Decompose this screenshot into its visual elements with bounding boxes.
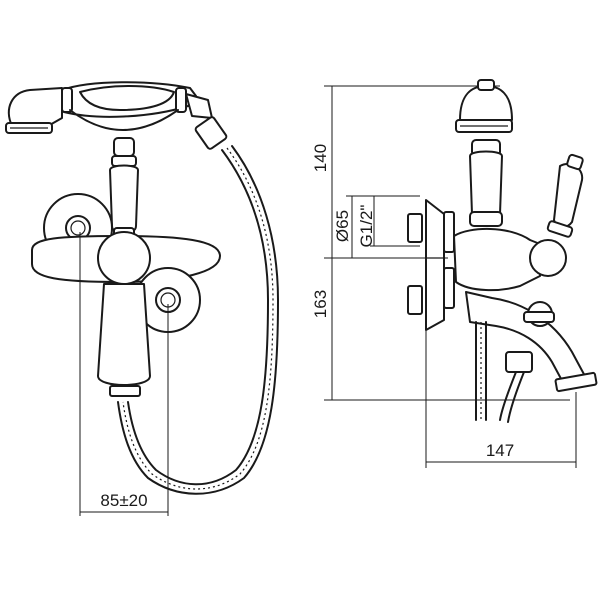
spout-body (97, 283, 151, 397)
dimension-spout: 147 (425, 330, 577, 468)
side-riser (469, 139, 503, 227)
side-main-body (453, 228, 567, 292)
front-view: 85±20 (5, 81, 279, 516)
mixer-body (31, 231, 221, 285)
right-wall-plate (135, 267, 201, 333)
side-hose-down (475, 321, 487, 421)
dim-label-163: 163 (311, 290, 330, 318)
side-lever-handle (546, 153, 584, 238)
dimension-heights: 140 163 (311, 85, 570, 401)
hose-connector-top (185, 93, 228, 150)
hand-shower-handle (61, 81, 197, 131)
wall-connectors (407, 199, 455, 331)
dim-label-diameter: Ø65 (333, 210, 352, 242)
side-view: 140 163 Ø65 G1/2" (311, 79, 598, 468)
dim-label-147: 147 (486, 441, 514, 460)
side-hose-connector (499, 351, 533, 423)
dim-label-140: 140 (311, 144, 330, 172)
side-shower-head (455, 79, 513, 133)
hand-shower-head (5, 87, 63, 134)
side-spout (465, 291, 598, 393)
dim-label-85: 85±20 (100, 491, 147, 510)
dimension-plate: Ø65 G1/2" (333, 195, 420, 258)
shower-holder (109, 137, 139, 243)
flexible-hose (117, 145, 279, 495)
dimension-handle-offset: 85±20 (79, 232, 169, 516)
dim-label-thread: G1/2" (357, 205, 376, 248)
